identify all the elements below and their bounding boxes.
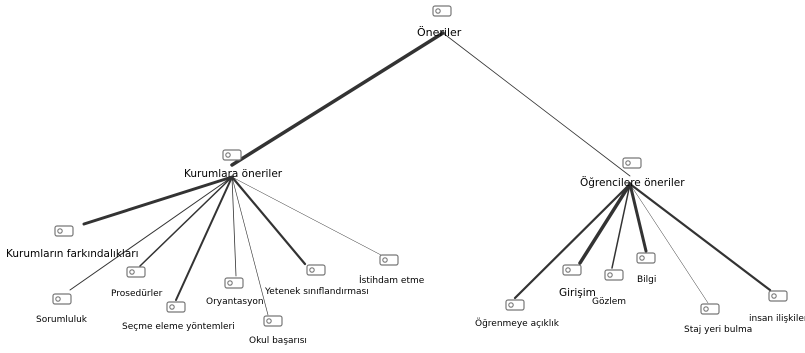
tag-icon: [700, 303, 720, 315]
tag-icon: [263, 315, 283, 327]
node-label-gozlem: Gözlem: [592, 297, 627, 307]
tag-icon: [604, 269, 624, 281]
node-label-oryantasyon: Oryantasyon: [206, 297, 264, 307]
tag-icon: [505, 299, 525, 311]
tag-icon: [224, 277, 244, 289]
tag-icon: [622, 157, 642, 169]
edge-ogrencilere-staj: [629, 183, 709, 304]
tag-icon: [768, 290, 788, 302]
tag-icon: [52, 293, 72, 305]
edge-kurumlara-farkindalik: [82, 175, 234, 226]
node-label-istihdam: İstihdam etme: [359, 276, 425, 286]
edge-kurumlara-oryantasyon: [231, 176, 237, 277]
node-label-insan: insan ilişkileri: [749, 314, 805, 324]
node-label-prosedurler: Prosedürler: [111, 289, 163, 299]
tag-icon: [432, 5, 452, 17]
edge-kurumlara-yetenek: [230, 175, 307, 266]
edge-kurumlara-secme: [175, 176, 233, 301]
edge-ogrencilere-gozlem: [611, 183, 631, 269]
node-label-secme: Seçme eleme yöntemleri: [122, 322, 235, 332]
edge-kurumlara-okul: [231, 176, 269, 316]
tag-icon: [306, 264, 326, 276]
edge-ogrencilere-ogrenmeye: [513, 182, 632, 300]
node-label-okul: Okul başarısı: [249, 336, 307, 346]
tag-icon: [166, 301, 186, 313]
node-label-girisim: Girişim: [559, 287, 596, 299]
node-label-sorumluluk: Sorumluluk: [36, 315, 88, 325]
node-label-kurumlara: Kurumlara öneriler: [184, 168, 283, 180]
node-label-ogrencilere: Öğrencilere öneriler: [580, 177, 685, 189]
edge-ogrencilere-insan: [628, 182, 772, 292]
edge-kurumlara-istihdam: [231, 176, 382, 256]
edge-kurumlara-prosedurler: [139, 176, 233, 267]
node-label-yetenek: Yetenek sınıflandırması: [265, 287, 369, 297]
tag-icon: [126, 266, 146, 278]
tag-icon: [222, 149, 242, 161]
edge-root-ogrencilere: [442, 32, 631, 177]
node-label-bilgi: Bilgi: [637, 275, 657, 285]
edge-ogrencilere-bilgi: [628, 182, 648, 253]
node-label-root: Öneriler: [417, 26, 462, 39]
tag-icon: [636, 252, 656, 264]
edge-root-kurumlara: [230, 31, 445, 167]
tag-icon: [379, 254, 399, 266]
tag-icon: [562, 264, 582, 276]
node-label-farkindalik: Kurumların farkındalıkları: [6, 248, 139, 260]
edge-ogrencilere-girisim: [578, 182, 632, 265]
edge-kurumlara-sorumluluk: [69, 176, 233, 291]
node-label-ogrenmeye: Öğrenmeye açıklık: [475, 319, 559, 329]
node-label-staj: Staj yeri bulma: [684, 325, 753, 335]
tag-icon: [54, 225, 74, 237]
